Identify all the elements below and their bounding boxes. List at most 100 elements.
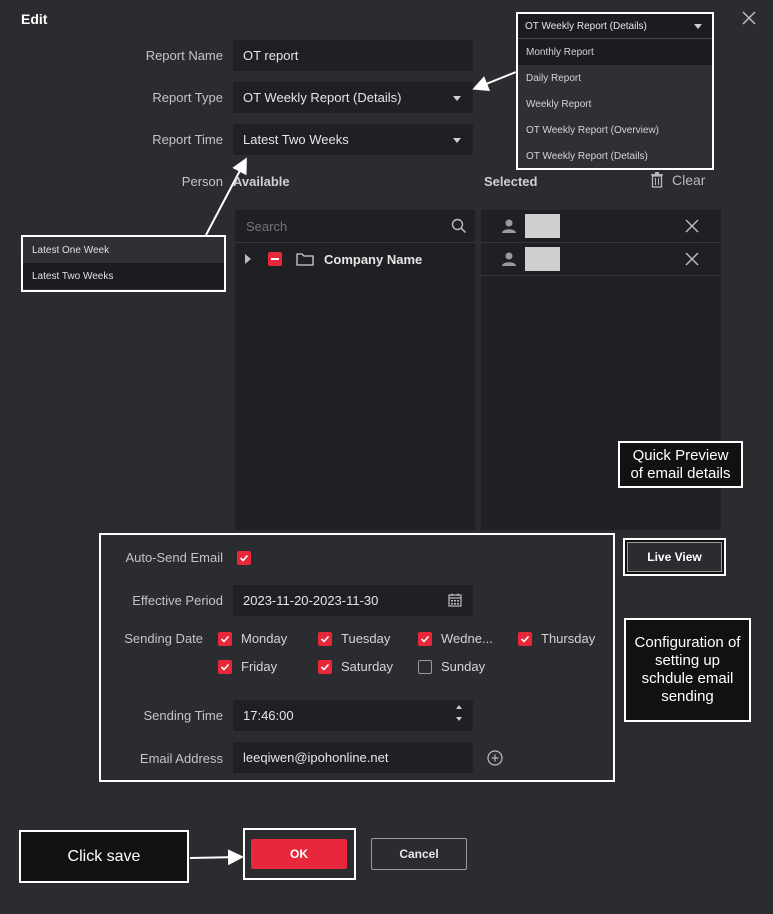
stepper-down-icon[interactable] — [456, 717, 462, 721]
click-save-callout: Click save — [19, 830, 189, 883]
report-time-option[interactable]: Latest One Week — [32, 244, 110, 256]
report-name-label: Report Name — [145, 48, 223, 63]
quick-preview-callout: Quick Preview of email details — [618, 441, 743, 488]
email-address-value: leeqiwen@ipohonline.net — [243, 750, 389, 765]
folder-icon — [296, 253, 314, 266]
report-time-label: Report Time — [152, 132, 223, 147]
add-email-icon[interactable] — [487, 750, 503, 766]
empty-checkbox-icon — [418, 659, 432, 674]
day-label: Thursday — [541, 631, 596, 646]
checkmark-icon — [418, 631, 432, 646]
remove-icon[interactable] — [685, 219, 699, 233]
day-label: Friday — [241, 659, 278, 674]
search-box[interactable] — [235, 210, 475, 243]
close-icon[interactable] — [739, 8, 759, 28]
clear-label: Clear — [672, 172, 706, 188]
selected-row[interactable] — [481, 243, 721, 276]
configuration-callout: Configuration of setting up schdule emai… — [624, 618, 751, 722]
chevron-down-icon — [453, 95, 461, 101]
day-checkbox-wednesday[interactable]: Wedne... — [418, 631, 493, 646]
day-checkbox-sunday[interactable]: Sunday — [418, 659, 485, 674]
checkmark-icon — [318, 631, 332, 646]
live-view-button[interactable]: Live View — [627, 542, 722, 572]
configuration-line: Configuration of — [634, 634, 741, 651]
report-type-value: OT Weekly Report (Details) — [243, 90, 402, 105]
day-checkbox-saturday[interactable]: Saturday — [318, 659, 393, 674]
report-type-option[interactable]: Daily Report — [526, 72, 582, 84]
live-view-highlight: Live View — [623, 538, 726, 576]
chevron-down-icon — [453, 137, 461, 143]
email-config-box — [99, 533, 615, 782]
report-type-option[interactable]: Weekly Report — [526, 98, 592, 110]
quick-preview-line2: of email details — [630, 464, 731, 482]
checkmark-icon — [239, 554, 249, 562]
report-type-dropdown-selected: OT Weekly Report (Details) — [525, 20, 647, 32]
selected-header: Selected — [484, 174, 538, 189]
day-label: Saturday — [341, 659, 394, 674]
effective-period-label: Effective Period — [132, 593, 223, 608]
day-checkbox-friday[interactable]: Friday — [218, 659, 277, 674]
trash-icon — [651, 172, 663, 188]
report-type-label: Report Type — [152, 90, 223, 105]
day-checkbox-monday[interactable]: Monday — [218, 631, 287, 646]
person-label: Person — [181, 174, 223, 189]
day-checkbox-thursday[interactable]: Thursday — [518, 631, 595, 646]
checkmark-icon — [518, 631, 532, 646]
partial-check-icon[interactable] — [268, 252, 282, 266]
auto-send-label: Auto-Send Email — [125, 550, 223, 565]
report-name-input[interactable]: OT report — [233, 40, 473, 71]
person-icon — [502, 252, 516, 266]
report-time-select[interactable]: Latest Two Weeks — [233, 124, 473, 155]
report-type-dropdown-header[interactable]: OT Weekly Report (Details) — [518, 14, 712, 39]
report-time-dropdown-list: Latest One Week Latest Two Weeks — [21, 235, 226, 292]
quick-preview-line1: Quick Preview — [632, 446, 729, 464]
sending-time-value: 17:46:00 — [243, 708, 294, 723]
report-time-value: Latest Two Weeks — [243, 132, 349, 147]
selected-row[interactable] — [481, 210, 721, 243]
effective-period-value: 2023-11-20-2023-11-30 — [243, 593, 379, 608]
search-input[interactable] — [246, 218, 436, 234]
sending-time-label: Sending Time — [143, 708, 224, 723]
report-type-select[interactable]: OT Weekly Report (Details) — [233, 82, 473, 113]
dialog-title: Edit — [21, 11, 48, 27]
report-type-option[interactable]: Monthly Report — [518, 39, 712, 65]
configuration-line: sending — [661, 688, 714, 705]
report-type-option[interactable]: OT Weekly Report (Details) — [526, 150, 648, 162]
email-address-input[interactable]: leeqiwen@ipohonline.net — [233, 742, 473, 773]
click-save-text: Click save — [67, 847, 141, 865]
person-name-placeholder — [525, 214, 560, 238]
checkmark-icon — [318, 659, 332, 674]
checkmark-icon — [218, 631, 232, 646]
report-name-value: OT report — [243, 48, 299, 63]
tree-root-label: Company Name — [324, 251, 423, 267]
person-name-placeholder — [525, 247, 560, 271]
day-checkbox-tuesday[interactable]: Tuesday — [318, 631, 390, 646]
stepper-up-icon[interactable] — [456, 705, 462, 709]
available-header: Available — [233, 174, 290, 189]
day-label: Wedne... — [441, 631, 493, 646]
search-icon[interactable] — [451, 218, 467, 234]
sending-date-label: Sending Date — [124, 631, 203, 646]
auto-send-checkbox[interactable] — [237, 551, 251, 565]
effective-period-input[interactable]: 2023-11-20-2023-11-30 — [233, 585, 473, 616]
day-label: Sunday — [441, 659, 486, 674]
report-time-option[interactable]: Latest Two Weeks — [23, 263, 224, 289]
time-stepper[interactable] — [456, 705, 462, 721]
cancel-button[interactable]: Cancel — [371, 838, 467, 870]
available-panel: Company Name — [235, 210, 475, 530]
report-type-option[interactable]: OT Weekly Report (Overview) — [526, 124, 659, 136]
configuration-line: setting up — [654, 652, 721, 669]
clear-button[interactable]: Clear — [650, 172, 705, 188]
ok-highlight — [243, 828, 356, 880]
remove-icon[interactable] — [685, 252, 699, 266]
calendar-icon[interactable] — [448, 593, 462, 607]
ok-button[interactable]: OK — [251, 839, 347, 869]
email-address-label: Email Address — [139, 751, 223, 766]
checkmark-icon — [218, 659, 232, 674]
expand-arrow-icon[interactable] — [245, 254, 251, 264]
sending-time-input[interactable]: 17:46:00 — [233, 700, 473, 731]
chevron-down-icon — [694, 24, 702, 29]
configuration-line: schdule email — [641, 670, 734, 687]
tree-row-company[interactable]: Company Name — [235, 243, 475, 275]
day-label: Monday — [241, 631, 288, 646]
